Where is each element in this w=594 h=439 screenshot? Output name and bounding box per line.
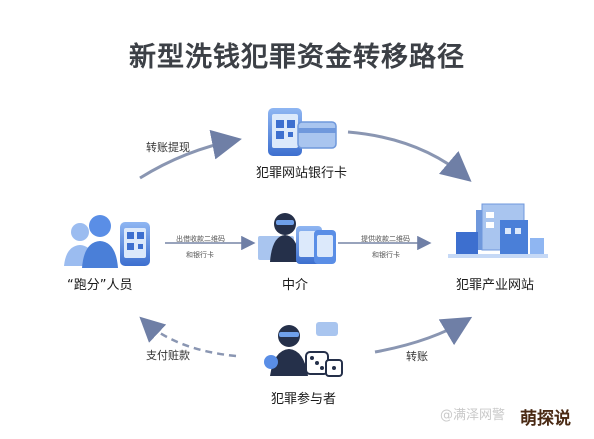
- watermark-text: @满泽网警: [440, 408, 506, 423]
- edge-label-transfer-withdraw: 转账提现: [146, 141, 190, 154]
- crime-site-node: [448, 203, 548, 258]
- arrow-participant-to-runners: [139, 316, 237, 358]
- node-label-intermediary: 中介: [282, 278, 309, 293]
- hacker-icon: [270, 213, 300, 262]
- bank-card-icon: [297, 121, 337, 149]
- card-icon: [316, 322, 338, 336]
- edge-label-pay-stolen: 支付赃款: [146, 349, 190, 362]
- edge-label-provide-qr-1: 提供收款二维码: [361, 235, 410, 243]
- watermark-brand: 萌探说: [520, 409, 571, 429]
- edge-label-offer-qr-2: 和银行卡: [186, 251, 214, 259]
- node-label-bank-card: 犯罪网站银行卡: [256, 166, 348, 181]
- bank-card-node: [268, 108, 337, 156]
- edge-label-offer-qr-1: 出借收款二维码: [176, 235, 225, 243]
- node-label-participant: 犯罪参与者: [271, 392, 337, 407]
- arrow-runners-to-bank: [139, 129, 242, 180]
- edge-label-transfer: 转账: [406, 350, 428, 363]
- people-icon: [64, 215, 118, 268]
- diagram-title: 新型洗钱犯罪资金转移路径: [129, 42, 465, 73]
- dice-icon: [305, 351, 343, 377]
- criminal-icon: [264, 325, 308, 376]
- website-buildings-icon: [448, 203, 548, 258]
- node-label-runners: “跑分”人员: [67, 278, 133, 293]
- intermediary-node: [258, 213, 336, 264]
- runners-node: [64, 215, 150, 268]
- node-label-crime-site: 犯罪产业网站: [456, 278, 535, 293]
- arrow-bank-to-site: [347, 130, 472, 182]
- edge-label-provide-qr-2: 和银行卡: [372, 251, 400, 259]
- qr-phone-icon: [120, 222, 150, 266]
- qr-code-icon: [276, 120, 295, 139]
- participant-node: [264, 322, 343, 377]
- arrow-participant-to-site: [374, 316, 473, 354]
